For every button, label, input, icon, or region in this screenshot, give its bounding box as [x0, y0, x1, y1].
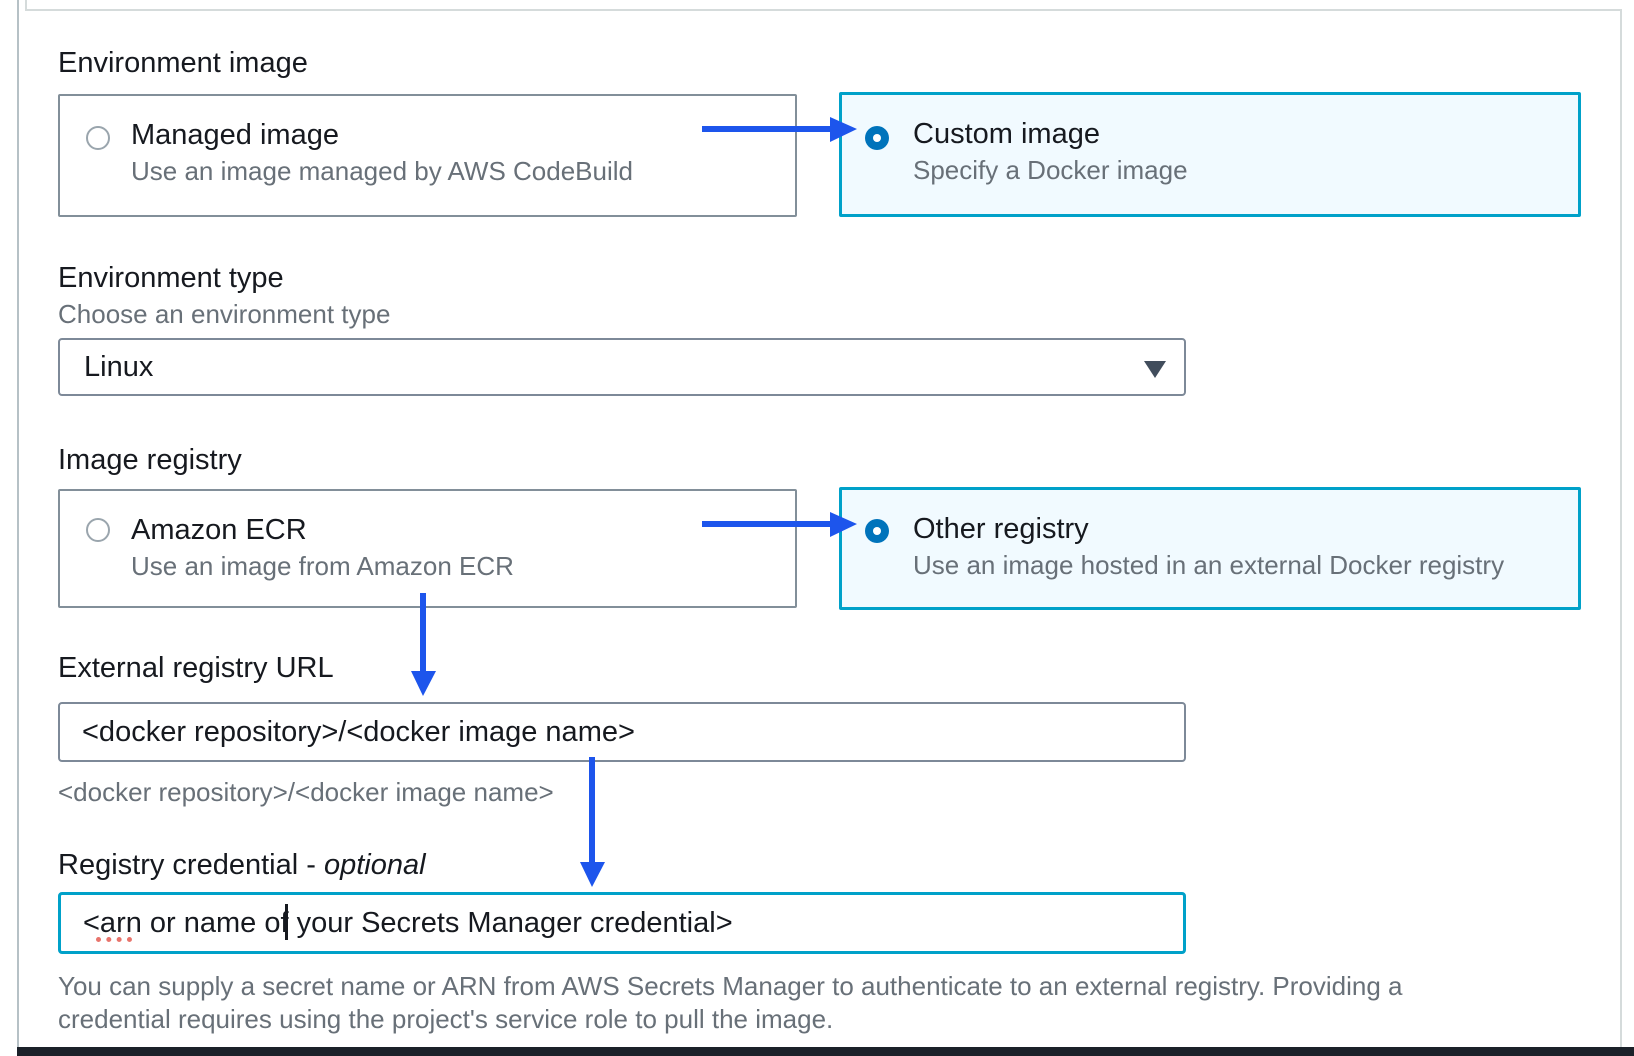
- other-registry-radio[interactable]: [865, 519, 889, 543]
- external-registry-url-helper: <docker repository>/<docker image name>: [58, 777, 554, 807]
- managed-image-radio[interactable]: [86, 126, 110, 150]
- registry-credential-label-text: Registry credential -: [58, 849, 316, 881]
- managed-image-title: Managed image: [131, 119, 339, 151]
- text-cursor: [285, 904, 288, 940]
- registry-credential-optional-text: optional: [323, 849, 426, 881]
- environment-type-select[interactable]: Linux: [58, 338, 1186, 396]
- amazon-ecr-card[interactable]: Amazon ECR Use an image from Amazon ECR: [58, 489, 797, 608]
- environment-type-label: Environment type: [58, 262, 284, 294]
- other-registry-card[interactable]: Other registry Use an image hosted in an…: [839, 487, 1581, 610]
- registry-credential-input[interactable]: [58, 892, 1186, 954]
- other-registry-title: Other registry: [913, 513, 1089, 545]
- panel-top-border: [25, 9, 1622, 11]
- custom-image-description: Specify a Docker image: [913, 155, 1188, 185]
- image-registry-label: Image registry: [58, 444, 242, 476]
- environment-type-description: Choose an environment type: [58, 299, 391, 329]
- caret-down-icon: [1144, 361, 1166, 378]
- external-registry-url-input[interactable]: [58, 702, 1186, 762]
- amazon-ecr-radio[interactable]: [86, 518, 110, 542]
- custom-image-title: Custom image: [913, 118, 1100, 150]
- amazon-ecr-description: Use an image from Amazon ECR: [131, 551, 514, 581]
- managed-image-description: Use an image managed by AWS CodeBuild: [131, 156, 633, 186]
- environment-type-selected-value: Linux: [84, 351, 154, 383]
- annotation-arrow-registry-credential: [580, 757, 605, 887]
- environment-image-label: Environment image: [58, 47, 308, 79]
- annotation-arrow-external-url: [411, 593, 436, 696]
- external-registry-url-label: External registry URL: [58, 652, 334, 684]
- spellcheck-underline: [96, 930, 132, 942]
- registry-credential-helper: You can supply a secret name or ARN from…: [58, 971, 1403, 1034]
- panel-corner-border: [25, 0, 27, 9]
- custom-image-radio[interactable]: [865, 126, 889, 150]
- other-registry-description: Use an image hosted in an external Docke…: [913, 550, 1505, 580]
- panel-right-border: [1620, 9, 1622, 1047]
- page-left-border: [17, 0, 19, 1048]
- amazon-ecr-title: Amazon ECR: [131, 514, 307, 546]
- custom-image-card[interactable]: Custom image Specify a Docker image: [839, 92, 1581, 217]
- registry-credential-label: Registry credential - optional: [58, 848, 426, 882]
- footer-bar: [17, 1047, 1634, 1056]
- managed-image-card[interactable]: Managed image Use an image managed by AW…: [58, 94, 797, 217]
